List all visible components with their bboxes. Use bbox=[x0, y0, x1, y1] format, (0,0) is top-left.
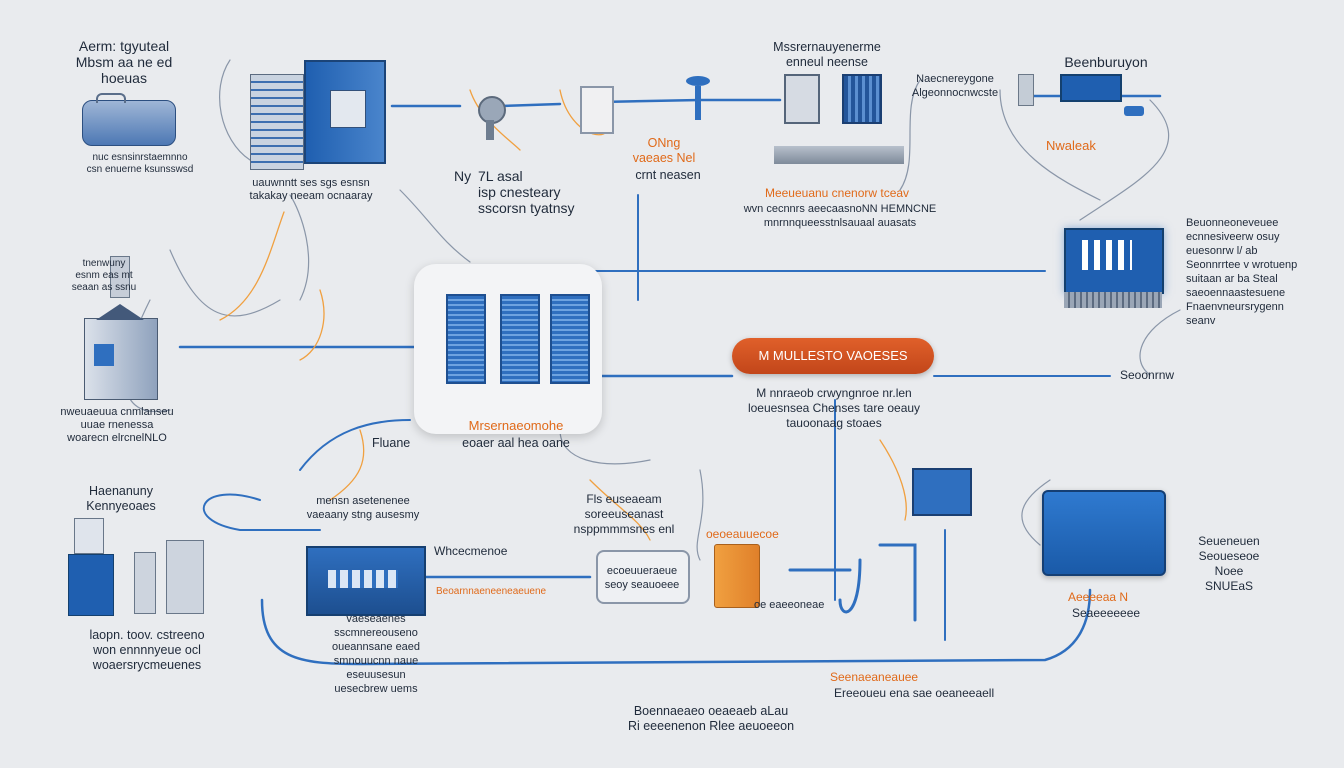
bottom-right-or: Seenaeaneauee bbox=[830, 670, 919, 684]
hub-caption: eoaer aal hea oane bbox=[462, 436, 570, 450]
hub-panel-1 bbox=[446, 294, 486, 384]
wire-gray-set bbox=[124, 59, 1181, 561]
battery-units bbox=[68, 518, 204, 618]
hub-panel-2 bbox=[500, 294, 540, 384]
right-lower-sub: Seaeeeeeee bbox=[1072, 606, 1141, 620]
left-small-tower bbox=[110, 256, 130, 298]
orange-tank bbox=[714, 544, 760, 608]
electrical-cabinet bbox=[250, 60, 386, 170]
tank-caption: oe eaeeoneae bbox=[754, 599, 825, 611]
wire-right-down bbox=[834, 399, 946, 641]
switchgear-panel bbox=[774, 74, 904, 166]
solar-array-top bbox=[1018, 74, 1144, 116]
hub-caption-or: Mrsernaeomohe bbox=[468, 418, 564, 433]
lower-list: vaeseaenes sscmnereouseno oueannsane eae… bbox=[331, 613, 421, 695]
server-rack-right bbox=[1064, 228, 1164, 312]
bottom-center-caption: Boennaeaeo oeaeaeb aLau Ri eeeenenon Rle… bbox=[627, 704, 795, 733]
left-lower-caption: laopn. toov. cstreeno won ennnnyeue ocl … bbox=[89, 628, 205, 672]
tower-post bbox=[686, 76, 710, 122]
right-mid-label: Seoonrnw bbox=[1120, 368, 1175, 382]
right-lower-or: Aeeeeaa N bbox=[1068, 590, 1129, 604]
wire-tank-pipe bbox=[788, 543, 917, 622]
valve-label-a: Ny bbox=[454, 168, 472, 184]
top-right-heading: Beenburuyon bbox=[1064, 54, 1148, 70]
cabinet-caption: uauwnntt ses sgs esnsn takakay neeam ocn… bbox=[249, 177, 373, 202]
lower-center-heading: Fls euseaeam soreeuseanast nsppmmmsnes e… bbox=[573, 492, 675, 536]
valve-assembly bbox=[468, 96, 512, 142]
center-top-or: ONng vaeaes Nel bbox=[632, 136, 696, 165]
hub-side-label: Fluane bbox=[372, 436, 411, 450]
center-top-caption: crnt neasen bbox=[635, 168, 701, 182]
top-left-caption: nuc esnsinrstaemnno csn enuerne ksunssws… bbox=[86, 152, 194, 175]
right-upper-caption: Beuonneoneveuee ecnnesiveerw osuy eueson… bbox=[1186, 217, 1298, 327]
pump-building bbox=[84, 304, 158, 400]
ac-bottom-or: Beoarnnaeneeneaeuene bbox=[436, 586, 547, 597]
central-inverter-hub bbox=[414, 264, 602, 434]
valve-label-b: 7L asal isp cnesteary sscorsn tyatnsy bbox=[478, 168, 575, 216]
left-building-caption: nweuaeuua cnmlanseu uuae rnenessa woarec… bbox=[60, 406, 174, 444]
left-lower-heading: Haenanuny Kennyeoaes bbox=[86, 484, 156, 513]
box-caption: ecoeuueraeue seoy seauoeee bbox=[604, 565, 680, 591]
battery-tank bbox=[82, 93, 176, 146]
transformer-box bbox=[1042, 490, 1166, 576]
meter-post bbox=[912, 468, 972, 516]
main-status-pill: M MULLESTO VAOESES bbox=[732, 338, 934, 374]
wire-bottom-bus bbox=[260, 588, 1092, 666]
top-right-or: Nwaleak bbox=[1046, 138, 1096, 153]
top-right-sub: Naecnereygone Algeonnocnwcste bbox=[911, 73, 999, 99]
junction-box bbox=[596, 550, 690, 604]
right-lower-caption: Seueneuen Seoueseoe Noee SNUEaS bbox=[1198, 534, 1260, 593]
air-conditioner-unit bbox=[306, 546, 426, 616]
bottom-right-caption: Ereeoueu ena sae oeaneeaell bbox=[834, 686, 995, 700]
wire-lower-loop bbox=[202, 419, 411, 531]
pill-caption: M nnraeob crwyngnroe nr.len loeuesnsea C… bbox=[747, 386, 921, 430]
top-left-heading: Aerm: tgyuteal Mbsm aa ne ed hoeuas bbox=[75, 38, 173, 86]
left-mid-caption: tnenwuny esnm eas mt seaan as ssnu bbox=[71, 258, 137, 293]
ac-caption: mensn asetenenee vaeaany stng ausesmy bbox=[306, 495, 420, 521]
top-center-caption: wvn cecnnrs aeecaasnoNN HEMNCNE mnrnnque… bbox=[743, 203, 937, 229]
tank-or-label: oeoeauuecoe bbox=[706, 527, 779, 541]
hub-panel-3 bbox=[550, 294, 590, 384]
ac-right-label: Whcecmenoe bbox=[434, 544, 508, 558]
top-center-heading: Mssrernauyenerme enneul neense bbox=[773, 40, 881, 69]
top-center-caption-or: Meeueuanu cnenorw tceav bbox=[764, 186, 910, 200]
control-box bbox=[580, 86, 614, 134]
